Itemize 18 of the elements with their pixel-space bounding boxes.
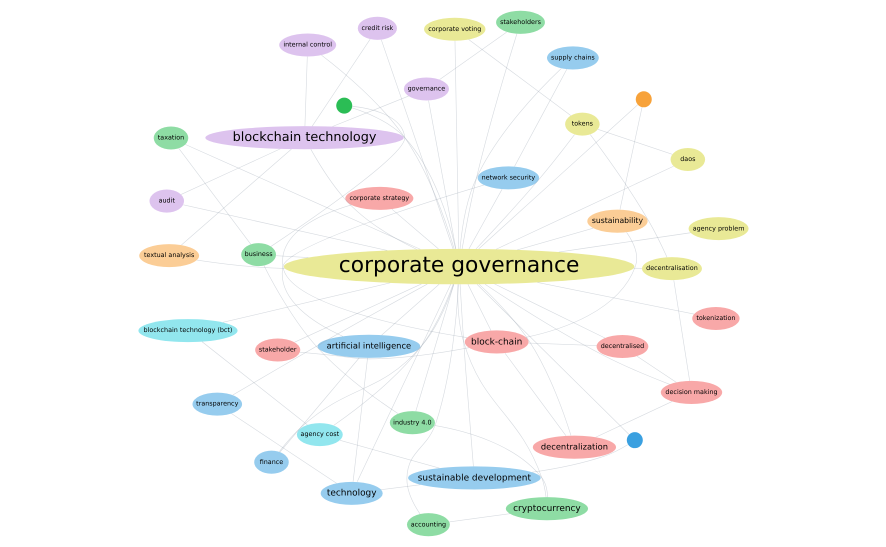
connector xyxy=(230,413,336,484)
node-ellipse: blockchain technology xyxy=(204,126,404,150)
node-circle xyxy=(336,98,352,114)
node-ellipse: technology xyxy=(320,482,382,505)
node-ellipse: decentralization xyxy=(532,436,616,459)
node-ellipse: cryptocurrency xyxy=(505,497,588,520)
connector xyxy=(332,96,408,127)
node-circle xyxy=(635,91,652,108)
connector xyxy=(311,38,370,127)
connector xyxy=(279,358,360,452)
node-ellipse: artificial intelligence xyxy=(317,334,420,358)
connector xyxy=(184,144,420,250)
node-ellipse: sustainable development xyxy=(408,466,540,490)
node-ellipse: block-chain xyxy=(464,330,528,354)
node-ellipse: corporate governance xyxy=(283,248,634,284)
node-circle xyxy=(626,432,642,448)
connector xyxy=(310,149,416,250)
connector xyxy=(282,204,467,338)
